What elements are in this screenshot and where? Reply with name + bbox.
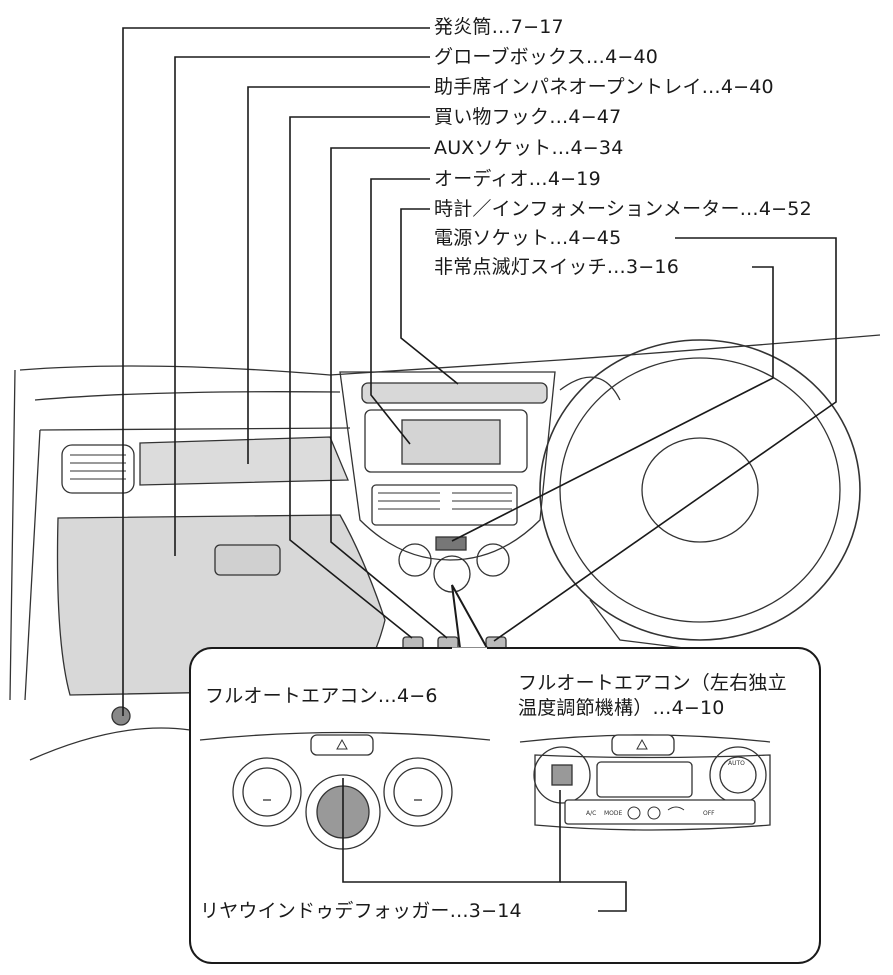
callout-dual-ac-line2: 温度調節機構）…4−10 <box>518 697 725 719</box>
mode-button: MODE <box>604 810 623 817</box>
hazard-switch <box>435 536 467 551</box>
steering-wheel <box>539 339 861 641</box>
right-ac-dial <box>476 543 510 577</box>
down-arrow-icon <box>647 806 661 820</box>
audio-display <box>401 419 501 465</box>
door-edge <box>9 369 41 701</box>
left-ac-dial <box>398 543 432 577</box>
callout-audio: オーディオ…4−19 <box>434 168 601 190</box>
steering-wheel-inner <box>559 357 841 623</box>
glove-box-handle <box>214 544 281 576</box>
callout-rear-defogger: リヤウインドゥデフォッガー…3−14 <box>200 900 522 922</box>
up-arrow-icon <box>627 806 641 820</box>
callout-glovebox: グローブボックス…4−40 <box>434 46 659 68</box>
dash-upper-line <box>34 391 341 401</box>
leader-lines <box>122 27 837 912</box>
passenger-open-tray <box>139 436 349 486</box>
audio-bezel <box>364 409 528 473</box>
hazard-triangle-icon <box>336 738 348 750</box>
callout-passenger-tray: 助手席インパネオープントレイ…4−40 <box>434 76 774 98</box>
dash-top-edge <box>19 334 881 376</box>
callout-aux-socket: AUXソケット…4−34 <box>434 137 624 159</box>
auto-button: AUTO <box>728 760 745 767</box>
callout-clock-info-meter: 時計／インフォメーションメーター…4−52 <box>434 198 812 220</box>
off-button: OFF <box>703 810 715 817</box>
dash-trim-line <box>39 427 351 431</box>
callout-panel <box>189 647 821 964</box>
callout-full-auto-ac: フルオートエアコン…4−6 <box>205 685 438 707</box>
center-stack <box>339 371 556 561</box>
clock-info-meter <box>361 382 548 404</box>
left-air-vent <box>61 444 135 494</box>
callout-hazard-switch: 非常点滅灯スイッチ…3−16 <box>434 256 679 278</box>
defroster-icon <box>667 806 685 811</box>
steering-hub <box>641 437 759 543</box>
callout-flare: 発炎筒…7−17 <box>434 16 564 38</box>
ac-button: A/C <box>586 810 596 817</box>
flare-holder <box>111 706 131 726</box>
callout-power-socket: 電源ソケット…4−45 <box>434 227 622 249</box>
callout-dual-ac-line1: フルオートエアコン（左右独立 <box>518 672 787 694</box>
callout-shopping-hook: 買い物フック…4−47 <box>434 106 622 128</box>
center-vents <box>371 484 518 526</box>
